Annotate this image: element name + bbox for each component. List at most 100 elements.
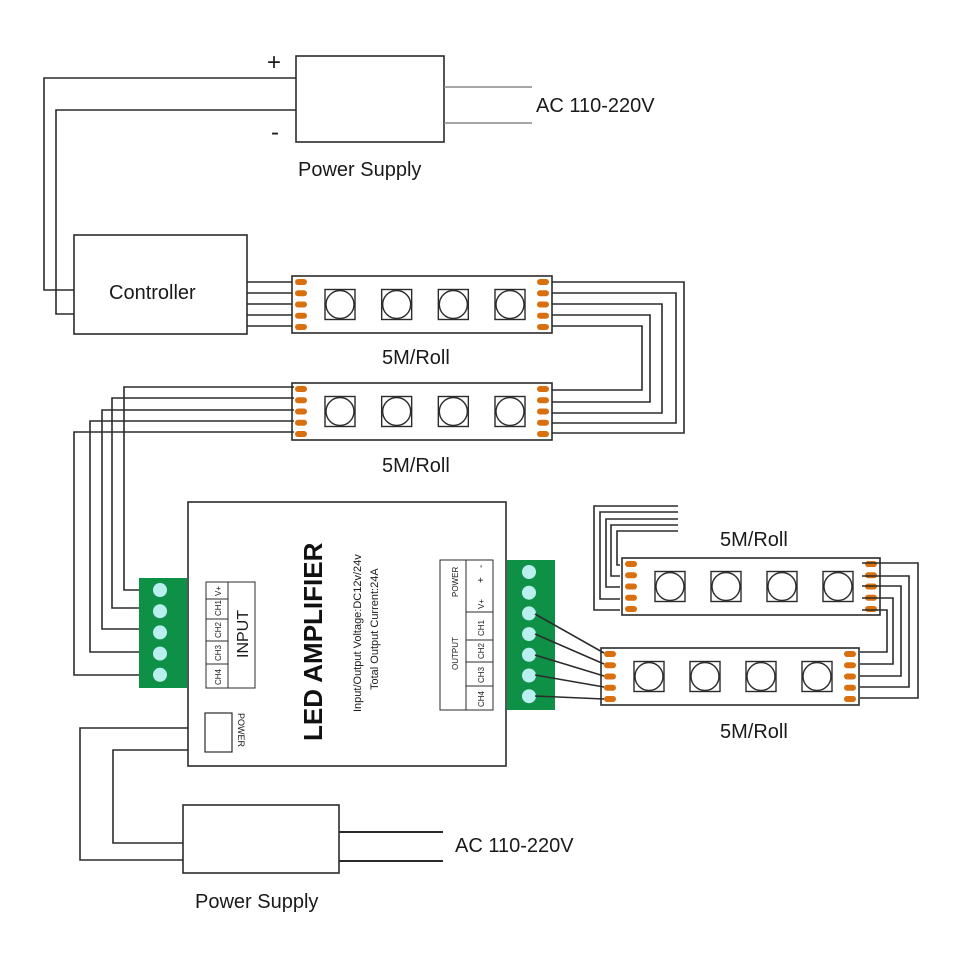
amplifier-title: LED AMPLIFIER bbox=[298, 542, 328, 741]
led-lens bbox=[767, 571, 797, 602]
solder-pad bbox=[537, 324, 549, 330]
input-ch2: CH2 bbox=[214, 621, 223, 638]
led-strip-2 bbox=[291, 382, 553, 441]
wire-bottom-psu-1 bbox=[79, 727, 188, 861]
plus-label: + bbox=[267, 49, 281, 76]
strip-4-label: 5M/Roll bbox=[720, 721, 788, 743]
solder-pad bbox=[625, 572, 637, 579]
solder-pad bbox=[295, 419, 307, 426]
solder-pad bbox=[625, 583, 637, 590]
wire bbox=[616, 530, 678, 566]
solder-pad bbox=[537, 279, 549, 285]
solder-pad bbox=[865, 606, 877, 612]
solder-pad bbox=[604, 662, 616, 669]
output-pin bbox=[522, 668, 536, 683]
led-strip-4 bbox=[600, 647, 860, 706]
led-lens bbox=[495, 289, 525, 320]
solder-pad bbox=[625, 606, 637, 612]
led-lens bbox=[690, 661, 720, 692]
solder-pad bbox=[844, 673, 856, 680]
solder-pad bbox=[295, 408, 307, 415]
led-lens bbox=[381, 396, 412, 427]
strip1-to-strip2-wires bbox=[552, 281, 685, 434]
wire bbox=[552, 292, 677, 424]
solder-pad bbox=[604, 673, 616, 680]
controller-label: Controller bbox=[109, 282, 196, 304]
output-pin bbox=[522, 565, 536, 579]
output-pin bbox=[522, 647, 536, 662]
output-ch3: CH3 bbox=[477, 666, 486, 683]
wire bbox=[860, 585, 902, 677]
top-ac-label: AC 110-220V bbox=[536, 95, 655, 117]
led-lens bbox=[634, 661, 664, 692]
solder-pad bbox=[604, 696, 616, 702]
output-pin bbox=[522, 585, 536, 600]
wire bbox=[101, 409, 294, 630]
led-lens bbox=[823, 571, 853, 602]
power-switch-label: POWER bbox=[236, 713, 246, 748]
wire bbox=[73, 431, 294, 676]
output-pin bbox=[522, 689, 536, 704]
output-label: OUTPUT bbox=[451, 637, 460, 670]
wire bbox=[593, 505, 678, 611]
led-lens bbox=[711, 571, 741, 602]
strip-2-label: 5M/Roll bbox=[382, 455, 450, 477]
solder-pad bbox=[537, 312, 549, 319]
solder-pad bbox=[844, 662, 856, 669]
solder-pad bbox=[537, 386, 549, 392]
input-pin bbox=[153, 583, 167, 597]
led-lens bbox=[438, 289, 469, 320]
solder-pad bbox=[295, 397, 307, 404]
wire-psu-minus-to-controller bbox=[55, 109, 296, 315]
led-strip-1 bbox=[291, 275, 553, 334]
led-lens bbox=[325, 396, 355, 427]
wire bbox=[534, 613, 605, 654]
power-terminal-plus: + bbox=[476, 577, 487, 583]
solder-pad bbox=[537, 397, 549, 404]
led-lens bbox=[325, 289, 355, 320]
input-pin bbox=[153, 625, 167, 640]
wire bbox=[860, 562, 919, 699]
solder-pad bbox=[604, 684, 616, 691]
led-lens bbox=[495, 396, 525, 427]
led-lens bbox=[655, 571, 685, 602]
controller-box bbox=[73, 234, 248, 335]
bottom-ac-label: AC 110-220V bbox=[455, 835, 574, 857]
controller: Controller bbox=[73, 234, 248, 335]
controller-output-wires bbox=[247, 281, 294, 327]
bottom-power-supply-label: Power Supply bbox=[195, 891, 318, 913]
top-power-supply-box bbox=[295, 55, 445, 143]
input-ch4: CH4 bbox=[214, 668, 223, 685]
bottom-power-supply-box bbox=[182, 804, 340, 874]
input-ch-vplus: V+ bbox=[214, 586, 223, 596]
wire bbox=[534, 674, 605, 688]
output-ch-vplus: V+ bbox=[477, 599, 486, 609]
solder-pad bbox=[537, 290, 549, 297]
wire bbox=[552, 303, 663, 414]
solder-pad bbox=[295, 279, 307, 285]
solder-pad bbox=[537, 408, 549, 415]
solder-pad bbox=[537, 301, 549, 308]
solder-pad bbox=[537, 431, 549, 437]
wire bbox=[552, 325, 643, 391]
wire bbox=[860, 609, 888, 653]
output-ch1: CH1 bbox=[477, 619, 486, 636]
strip-3-label: 5M/Roll bbox=[720, 529, 788, 551]
input-label-table: V+ CH1 CH2 CH3 CH4 INPUT bbox=[205, 581, 256, 689]
top-power-supply: + - Power Supply AC 110-220V bbox=[267, 49, 655, 181]
wire-psu-plus-to-controller bbox=[43, 77, 296, 291]
strip-1-label: 5M/Roll bbox=[382, 347, 450, 369]
led-amplifier: V+ CH1 CH2 CH3 CH4 INPUT POWER LED AMPLI… bbox=[139, 501, 555, 767]
solder-pad bbox=[844, 696, 856, 702]
input-pin bbox=[153, 646, 167, 661]
led-strip-3 bbox=[621, 557, 881, 616]
solder-pad bbox=[295, 386, 307, 392]
power-terminal-minus: - bbox=[476, 565, 487, 568]
input-ch3: CH3 bbox=[214, 644, 223, 661]
input-label: INPUT bbox=[235, 610, 252, 658]
solder-pad bbox=[844, 651, 856, 657]
wire bbox=[860, 597, 894, 665]
wire-bottom-psu-2 bbox=[112, 749, 188, 844]
solder-pad bbox=[625, 594, 637, 601]
led-lens bbox=[802, 661, 832, 692]
